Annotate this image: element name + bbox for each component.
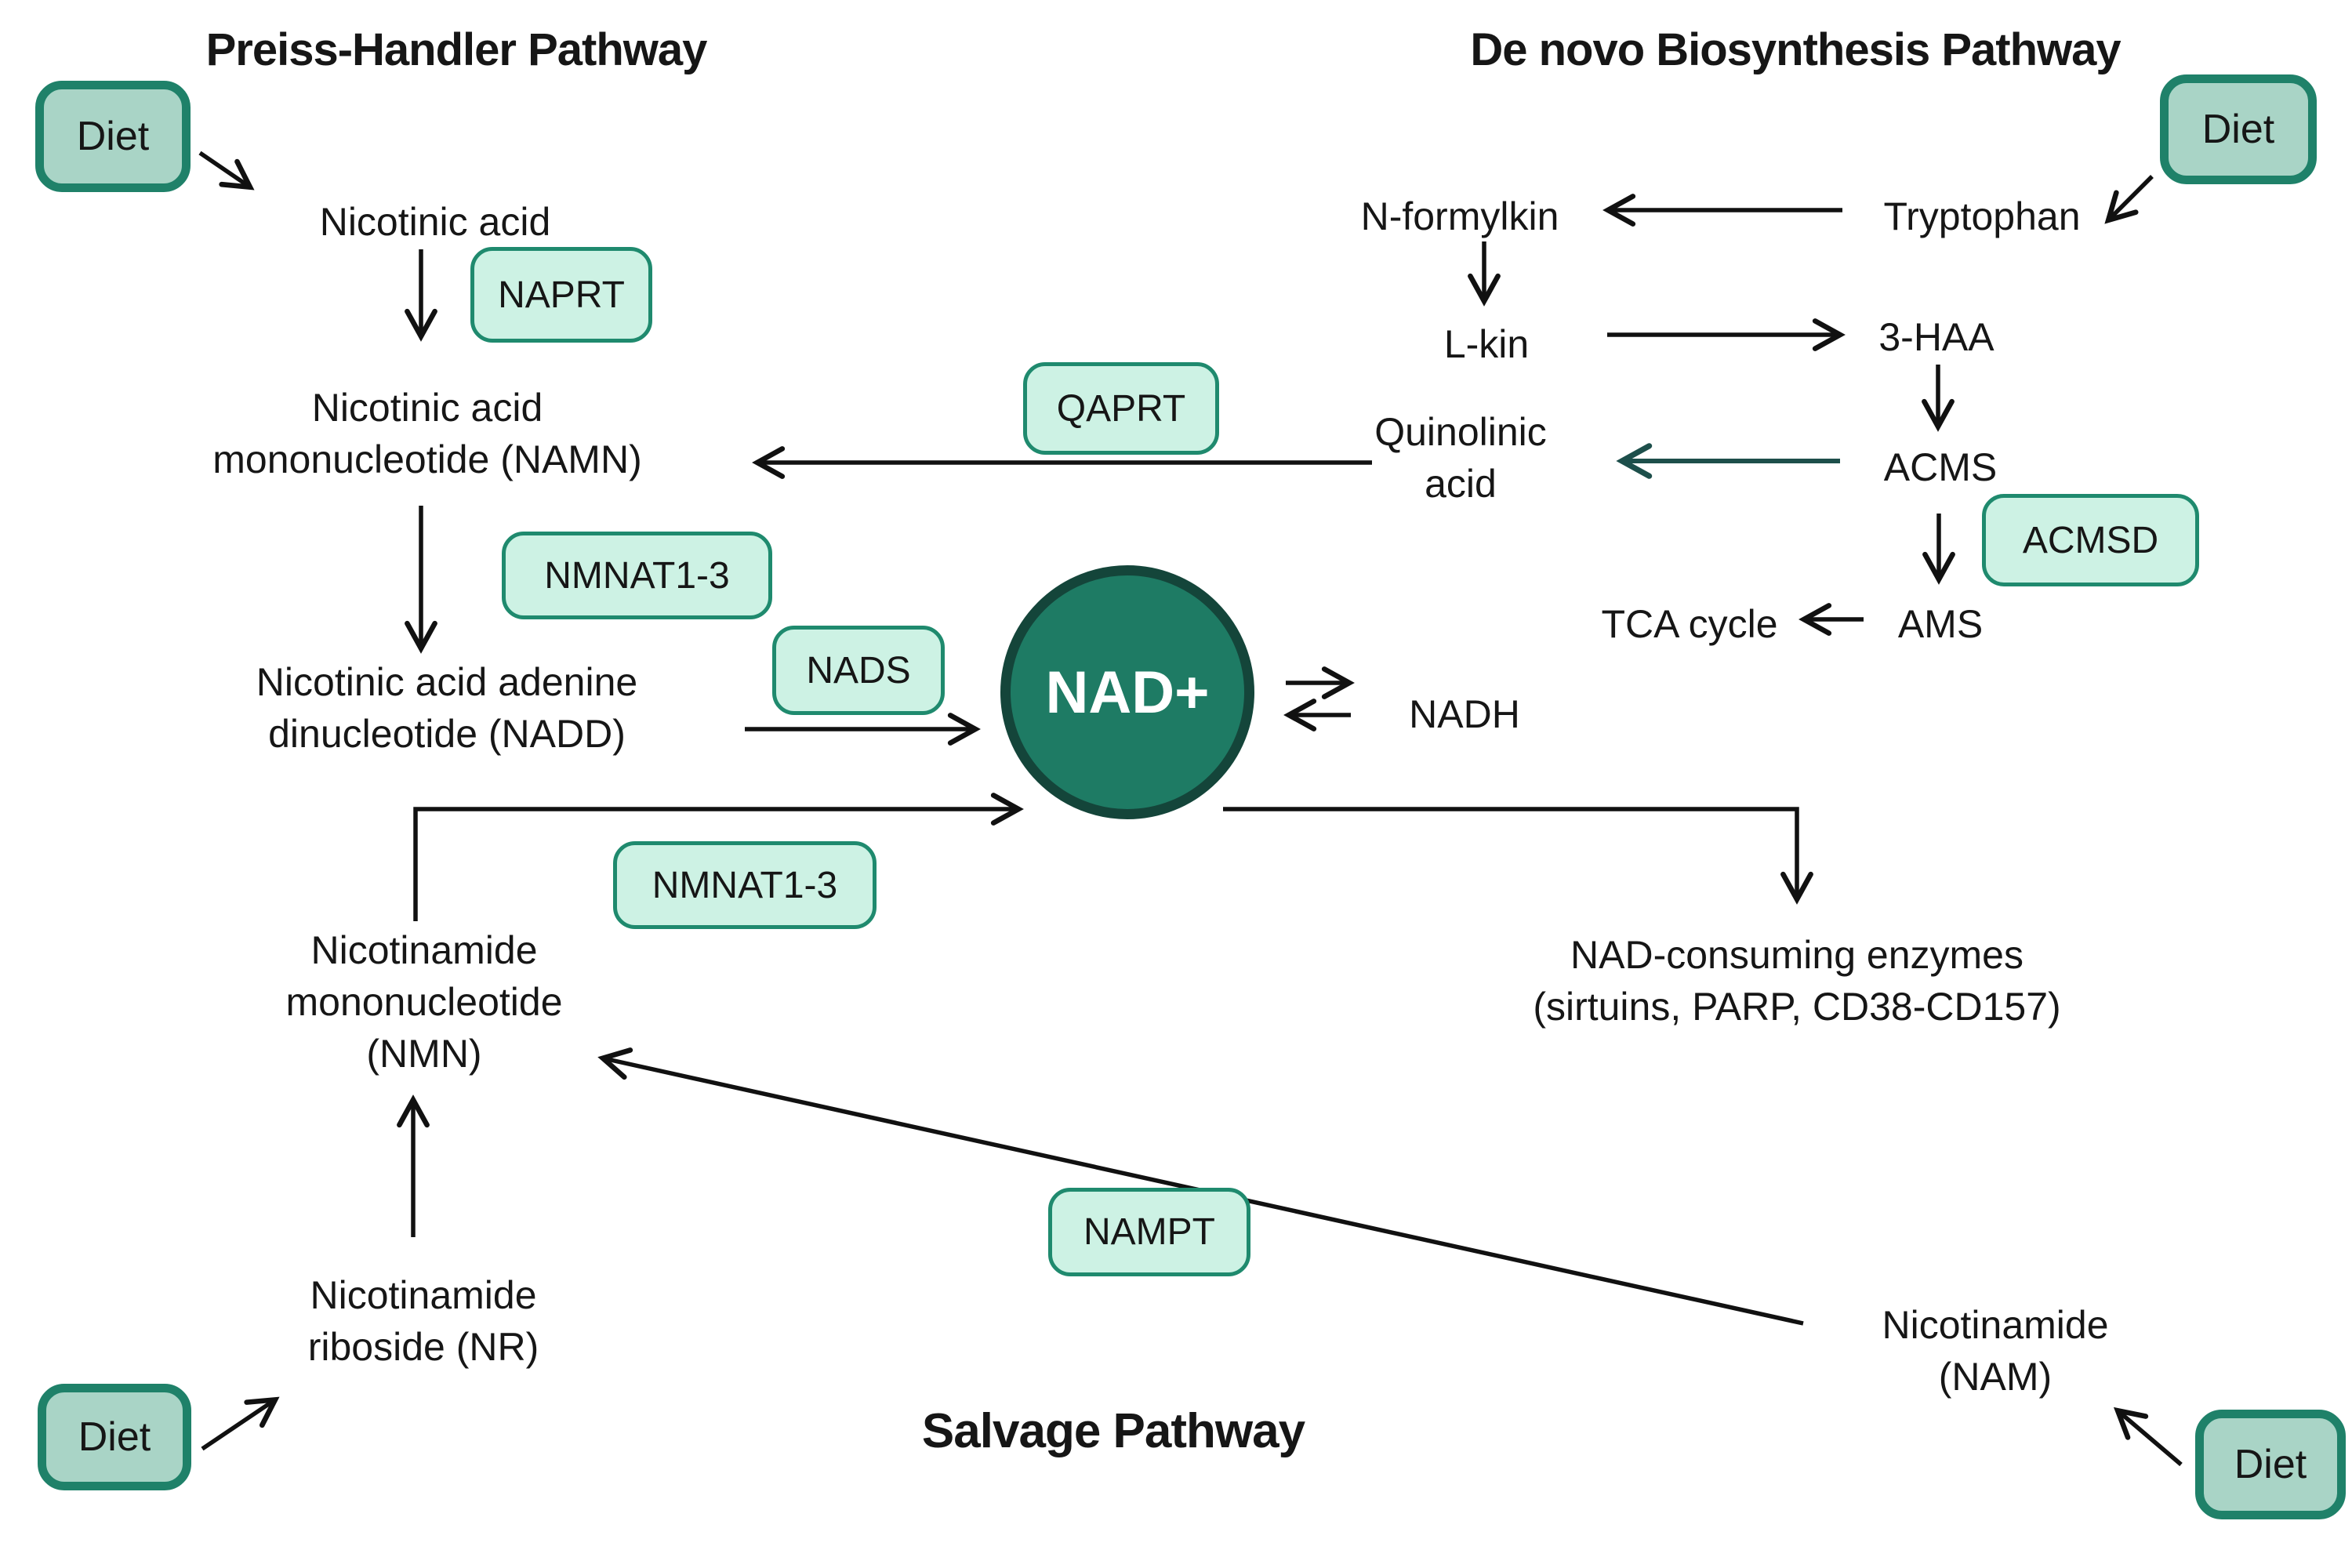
node-nicotinic-acid: Nicotinic acid [319,200,551,244]
diet-label: Diet [78,1414,151,1460]
node-nr: Nicotinamide riboside (NR) [307,1273,539,1369]
arrow-nmn-to-nad [413,793,1024,921]
enzyme-naprt: NAPRT [470,247,652,343]
title-preiss-handler-pathway: Preiss-Handler Pathway [205,24,708,75]
node-n-formylkin: N-formylkin [1360,194,1559,238]
node-3-haa: 3-HAA [1878,315,1994,359]
enzyme-acmsd: ACMSD [1982,494,2199,586]
node-quinolinic-acid: Quinolinic acid [1374,410,1547,506]
title-de-novo-pathway: De novo Biosynthesis Pathway [1470,24,2121,75]
title-salvage-pathway: Salvage Pathway [921,1404,1305,1458]
node-namn: Nicotinic acid mononucleotide (NAMN) [212,386,642,481]
enzyme-nmnat1-3-preiss: NMNAT1-3 [502,532,772,619]
node-nad-consuming-enzymes: NAD-consuming enzymes (sirtuins, PARP, C… [1533,933,2061,1029]
node-nmn: Nicotinamide mononucleotide (NMN) [285,928,563,1076]
node-acms: ACMS [1883,445,1998,489]
enzyme-nads: NADS [772,626,945,715]
diet-label: Diet [2234,1442,2307,1487]
enzyme-qaprt: QAPRT [1023,362,1219,455]
enzyme-nampt: NAMPT [1048,1188,1250,1276]
nad-hub: NAD+ [1000,565,1254,819]
node-l-kin: L-kin [1443,322,1530,366]
enzyme-nmnat1-3-salvage: NMNAT1-3 [613,841,877,929]
diet-box-top-right: Diet [2160,74,2317,184]
node-tryptophan: Tryptophan [1883,194,2081,238]
node-ams: AMS [1897,602,1984,646]
node-nadh: NADH [1409,692,1520,736]
diet-box-bottom-left: Diet [38,1384,191,1490]
diet-box-top-left: Diet [35,81,191,192]
arrow-diet-to-nam [2113,1406,2183,1467]
node-tca-cycle: TCA cycle [1601,602,1778,646]
diet-box-bottom-right: Diet [2195,1410,2346,1519]
arrow-nad-to-consuming-enzymes [1223,807,1813,905]
node-nadd: Nicotinic acid adenine dinucleotide (NAD… [256,660,638,756]
arrow-diet-to-nr [201,1396,280,1451]
diet-label: Diet [76,114,150,159]
node-nam: Nicotinamide (NAM) [1882,1303,2109,1399]
nad-label: NAD+ [1045,659,1210,726]
arrow-diet-to-tryptophan [2104,175,2154,224]
arrow-diet-to-nicotinic-acid [198,151,255,191]
diet-label: Diet [2201,107,2275,152]
